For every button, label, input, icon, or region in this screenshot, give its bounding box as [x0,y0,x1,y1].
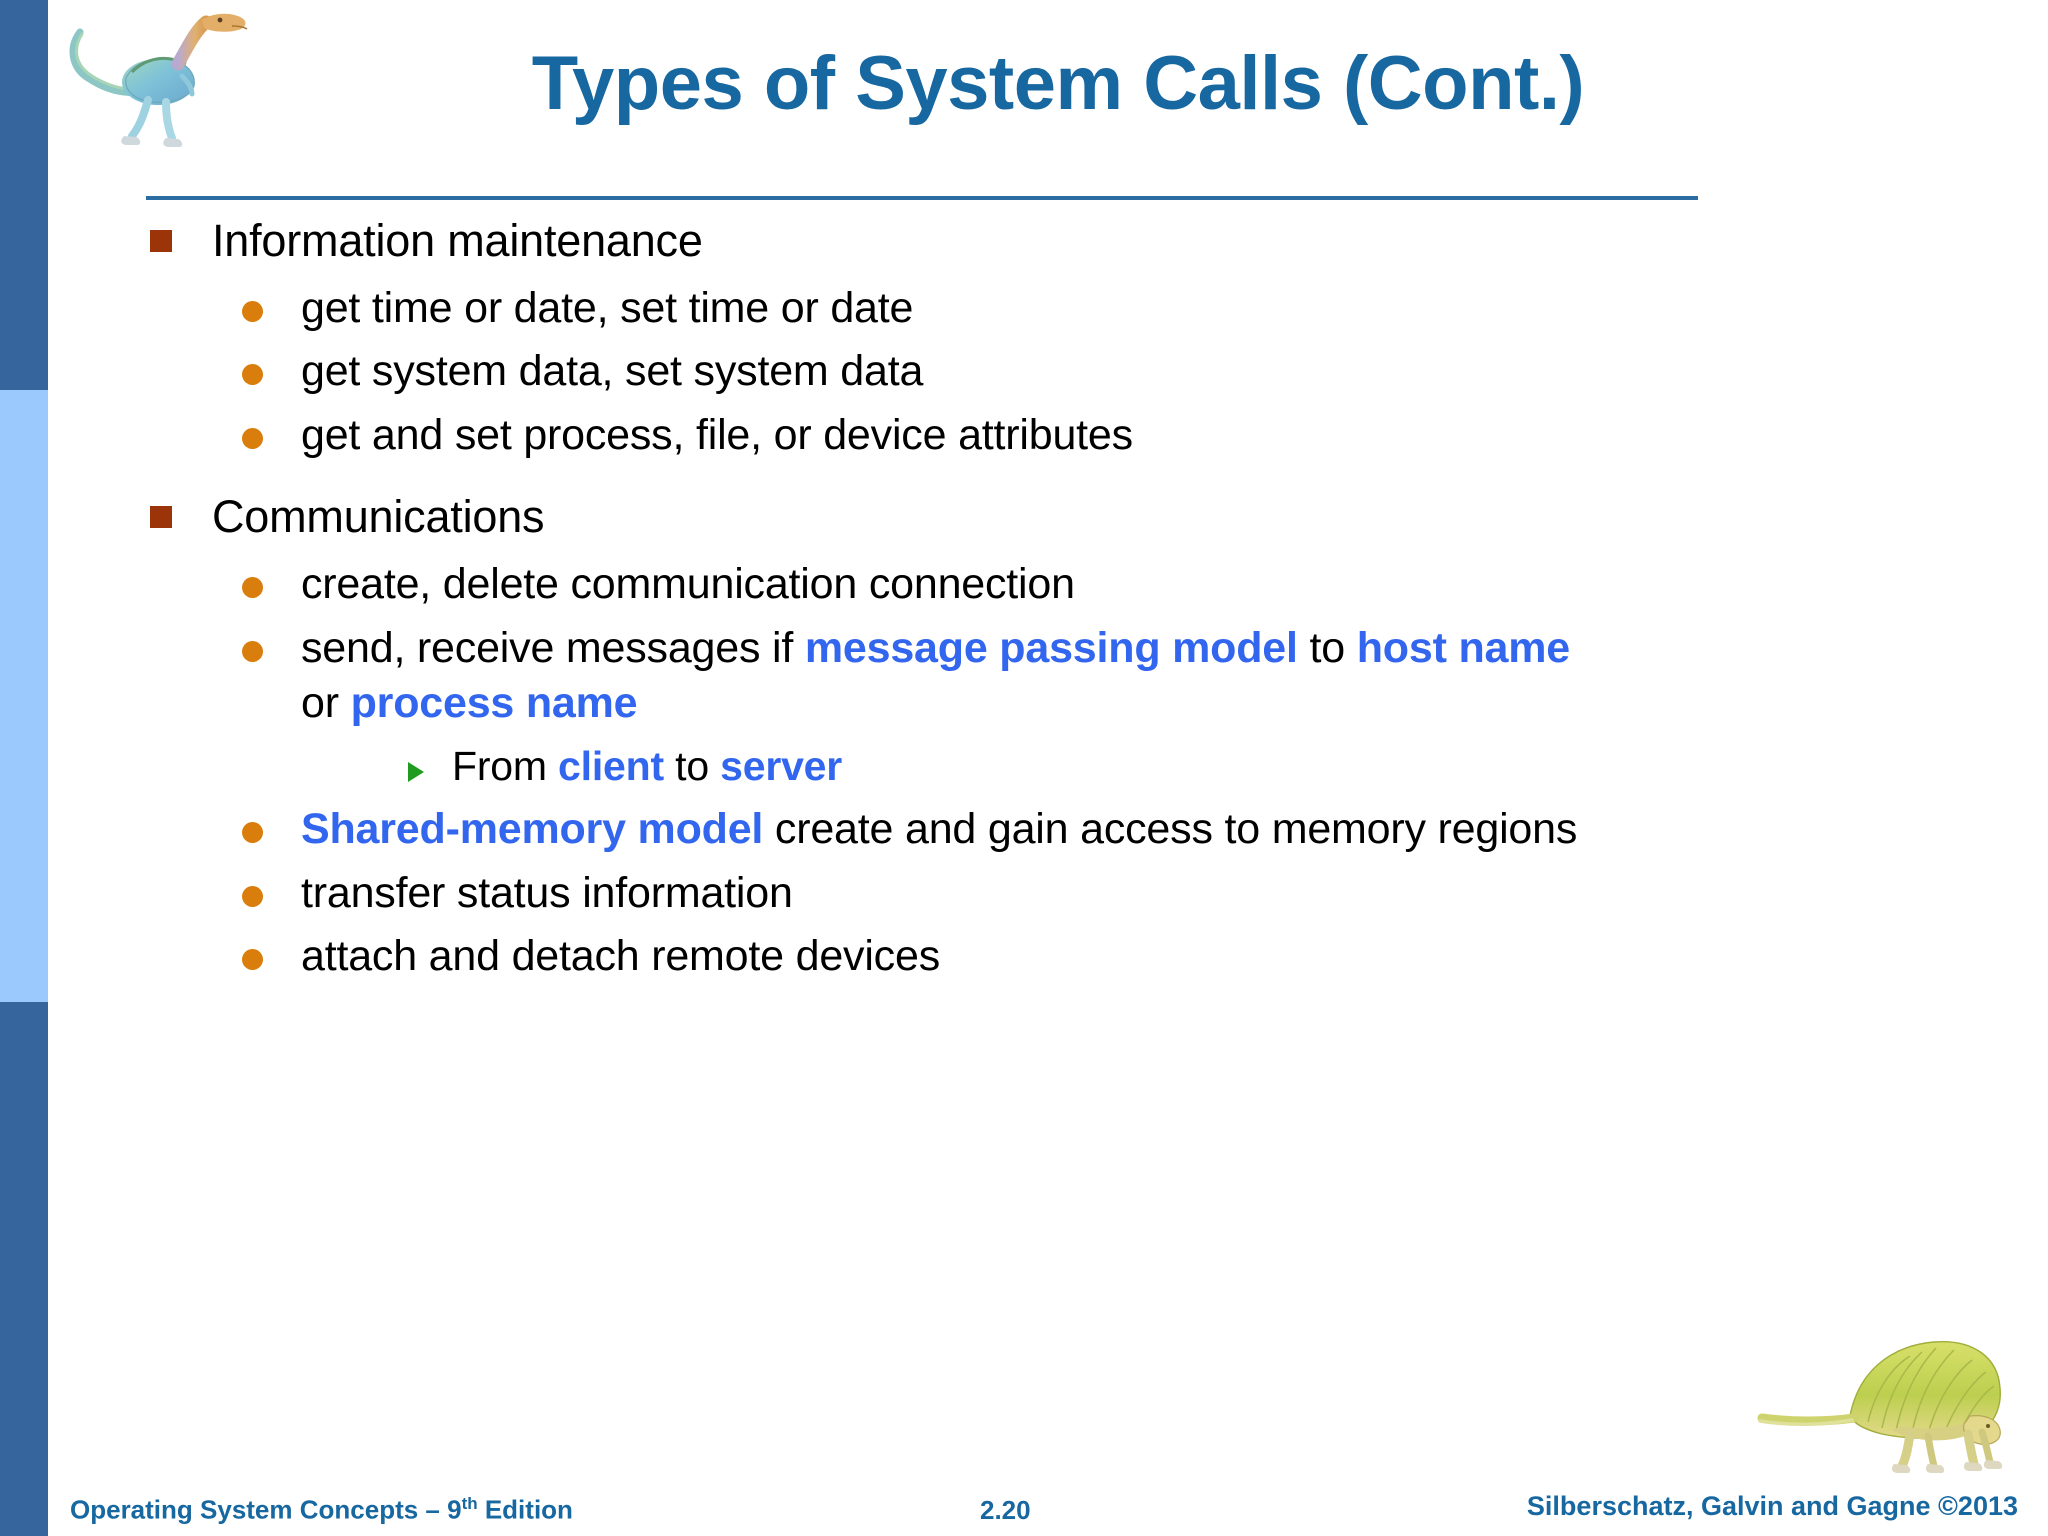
bullet-item-level2: Shared-memory model create and gain acce… [242,802,1950,858]
bullet-text: transfer status information [301,868,793,917]
dot-bullet-icon [242,428,263,450]
text-run: send, receive messages if [301,623,805,672]
dot-bullet-icon [242,821,263,843]
square-bullet-icon [150,230,172,252]
highlight-term: host name [1356,623,1570,672]
footer-copyright: Silberschatz, Galvin and Gagne ©2013 [1526,1491,2018,1521]
bullet-item-level1: Communications [150,488,1950,547]
bullet-item-level2: get system data, set system data [242,344,1950,400]
bullet-item-level2: transfer status information [242,866,1950,922]
highlight-term: Shared-memory model [301,804,764,853]
text-run: to [663,743,721,790]
slide-footer: Operating System Concepts – 9th Edition … [0,1466,2048,1536]
bullet-item-level2: attach and detach remote devices [242,929,1950,985]
bullet-item-level3: From client to server [408,740,1950,793]
bullet-text-rich: From client to server [452,740,842,793]
footer-edition-superscript: th [461,1494,478,1514]
square-bullet-icon [150,506,172,529]
dot-bullet-icon [242,885,263,907]
dimetrodon-icon [1757,1341,2003,1473]
footer-book-title-prefix: Operating System Concepts – 9 [70,1495,462,1525]
bullet-item-level2: send, receive messages if message passin… [242,621,1950,733]
title-underline-rule [146,196,1698,200]
dot-bullet-icon [242,640,263,662]
dot-bullet-icon [242,576,263,598]
footer-book-title: Operating System Concepts – 9th Edition [70,1494,573,1526]
bullet-text-rich: Shared-memory model create and gain acce… [301,802,1577,858]
highlight-term: server [720,743,843,790]
spacer [150,472,1950,488]
bullet-item-level2: get time or date, set time or date [242,281,1950,337]
sidebar-band-bottom [0,1002,48,1536]
bullet-text: Communications [212,491,545,543]
footer-book-title-suffix: Edition [477,1495,573,1525]
bullet-text: get system data, set system data [301,347,924,396]
dot-bullet-icon [242,364,263,386]
text-run: or [301,679,351,728]
highlight-term: process name [350,679,638,728]
text-run: to [1297,623,1357,672]
bullet-item-level2: create, delete communication connection [242,557,1950,613]
slide-body: Information maintenance get time or date… [150,212,1950,993]
dot-bullet-icon [242,949,263,971]
bullet-text: create, delete communication connection [301,559,1075,608]
highlight-term: message passing model [804,623,1298,672]
text-run: create and gain access to memory regions [763,804,1578,853]
bullet-text: get and set process, file, or device att… [301,411,1133,460]
bullet-text: Information maintenance [212,215,703,266]
bullet-item-level2: get and set process, file, or device att… [242,408,1950,464]
triangle-bullet-icon [408,762,424,783]
slide-sidebar-accent [0,0,48,1536]
bullet-item-level1: Information maintenance [150,212,1950,271]
bullet-text-rich: send, receive messages if message passin… [301,621,1611,733]
bullet-text: attach and detach remote devices [301,932,940,981]
text-run: From [452,743,559,790]
highlight-term: client [558,743,664,790]
dinosaur-icon [69,13,248,147]
slide-header: Types of System Calls (Cont.) [48,0,2048,200]
bullet-text: get time or date, set time or date [301,283,914,332]
slide-number: 2.20 [980,1495,1031,1525]
sidebar-band-top [0,0,48,390]
dot-bullet-icon [242,300,263,322]
page-title: Types of System Calls (Cont.) [531,41,1585,126]
sidebar-band-middle [0,390,48,1002]
